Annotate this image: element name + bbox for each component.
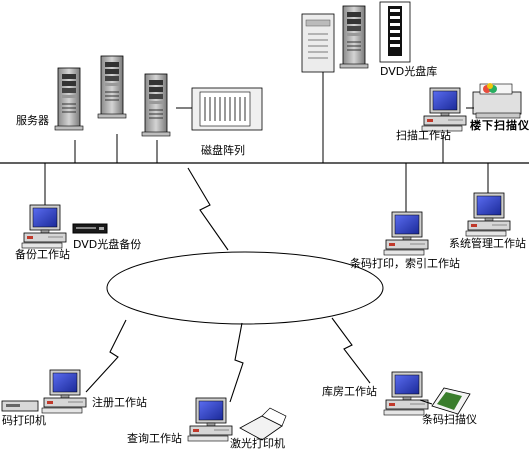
warehouse-workstation-label: 库房工作站 [322,385,377,398]
bus-to-ring-link [187,167,229,251]
barcode-printer-label: 码打印机 [2,414,46,427]
server-3 [141,73,171,137]
warehouse-workstation-icon [383,371,429,416]
servers-label: 服务器 [16,114,49,127]
dvd-backup-icon [72,223,108,234]
network-ring [106,251,384,325]
backup-workstation-label: 备份工作站 [15,248,70,261]
dvd-backup-label: DVD光盘备份 [73,238,142,251]
barcode-printer-icon [1,400,39,412]
laser-printer-label: 激光打印机 [230,437,285,450]
laser-printer-icon [239,407,287,441]
backup-workstation-icon [21,204,67,249]
barcode-index-workstation-label: 条码打印，索引工作站 [350,257,460,270]
query-workstation-icon [187,397,233,442]
sys-admin-workstation-label: 系统管理工作站 [449,237,526,250]
scan-workstation-label: 扫描工作站 [396,129,451,142]
ring-to-query-link [229,322,244,403]
barcode-scanner-label: 条码扫描仪 [422,413,477,426]
server-1 [54,67,84,131]
barcode-index-workstation-icon [383,211,429,256]
disk-array-icon [176,87,263,131]
register-workstation-icon [41,369,87,414]
server-2 [97,55,127,119]
floor-scanner-label: 楼下扫描仪 [470,119,529,132]
sys-admin-workstation-icon [465,192,511,237]
register-workstation-label: 注册工作站 [92,396,147,409]
query-workstation-label: 查询工作站 [127,432,182,445]
ring-to-register-link [85,319,127,393]
dvd-library-label: DVD光盘库 [380,65,438,78]
floor-scanner-icon [466,83,522,119]
ring-to-warehouse-link [331,317,371,384]
disk-array-label: 磁盘阵列 [201,144,245,157]
dvd-library-icon [301,1,411,73]
barcode-scanner-icon [419,387,471,415]
scan-workstation-icon [421,87,467,132]
